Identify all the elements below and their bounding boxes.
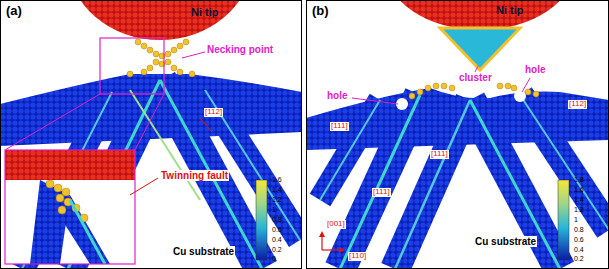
colorbar-tick: 1.6: [573, 186, 585, 194]
colorbar-tick: 1.6: [271, 176, 283, 184]
colorbar-tick: 0.4: [573, 246, 585, 254]
panel-a: [0, 0, 302, 269]
material-label: Ni tip: [190, 6, 220, 18]
panel-letter: (a): [5, 4, 23, 18]
colorbar-tick: 1.8: [573, 176, 585, 184]
colorbar-tick: 1: [573, 216, 579, 224]
axis-label: [001]: [326, 220, 346, 229]
colorbar-tick: 0.6: [271, 226, 283, 234]
panel-b: [306, 0, 609, 269]
callout-label: hole: [524, 64, 547, 75]
colorbar-tick: 1.4: [573, 196, 585, 204]
colorbar-tick: 0.8: [271, 216, 283, 224]
colorbar-tick: 1: [271, 206, 277, 214]
colorbar-tick: 1.4: [271, 186, 283, 194]
callout-label: hole: [326, 90, 349, 101]
colorbar-tick: 1.2: [573, 206, 585, 214]
callout-label: cluster: [458, 72, 493, 83]
colorbar-tick: 0.2: [573, 255, 585, 263]
colorbar-tick: 0.6: [573, 236, 585, 244]
material-label: Ni tip: [495, 4, 525, 16]
colorbar-tick: 0.2: [271, 246, 283, 254]
callout-label: Twinning fault: [160, 170, 229, 181]
colorbar-tick: 1.2: [271, 196, 283, 204]
colorbar-tick: 0: [271, 255, 277, 263]
callout-label: Necking point: [206, 44, 274, 55]
region-label: Cu substrate: [172, 246, 235, 257]
direction-label: [111]: [372, 188, 391, 197]
region-label: Cu substrate: [474, 236, 537, 247]
colorbar-tick: 0.8: [573, 226, 585, 234]
direction-label: [111]: [430, 150, 449, 159]
direction-label: [111]: [330, 122, 349, 131]
colorbar-tick: 0.4: [271, 236, 283, 244]
panel-letter: (b): [311, 4, 330, 18]
direction-label: [112]: [204, 108, 223, 117]
direction-label: [112]: [568, 100, 587, 109]
axis-label: [110]: [348, 252, 367, 261]
